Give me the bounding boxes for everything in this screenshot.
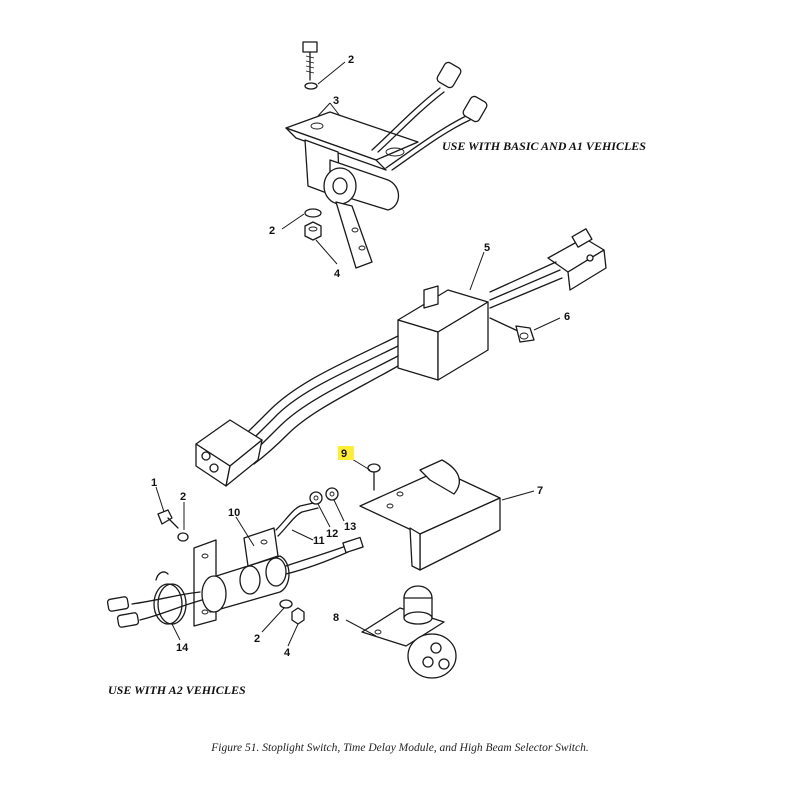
high-beam-switch-assembly bbox=[359, 459, 501, 679]
time-delay-module bbox=[195, 228, 607, 487]
section-label-basic: USE WITH BASIC AND A1 VEHICLES bbox=[442, 139, 646, 153]
callout-6: 6 bbox=[564, 311, 570, 323]
highlight-box bbox=[338, 446, 354, 460]
bolt-a2 bbox=[157, 509, 189, 542]
callout-9: 9 bbox=[341, 448, 347, 460]
stoplight-switch-assembly bbox=[285, 41, 488, 269]
module-screw bbox=[489, 317, 535, 343]
bolt bbox=[302, 41, 318, 90]
mounting-bracket bbox=[359, 459, 501, 571]
nut-a2 bbox=[325, 487, 339, 501]
callout-2: 2 bbox=[254, 633, 260, 645]
callout-14: 14 bbox=[176, 642, 189, 654]
callout-11: 11 bbox=[313, 535, 325, 547]
callout-7: 7 bbox=[537, 485, 543, 497]
nut bbox=[304, 221, 322, 241]
washer bbox=[309, 491, 323, 505]
callout-4: 4 bbox=[284, 647, 291, 659]
callout-5: 5 bbox=[484, 242, 490, 254]
a2-switch-assembly bbox=[106, 487, 364, 628]
stoplight-switch bbox=[323, 61, 488, 269]
section-label-a2: USE WITH A2 VEHICLES bbox=[108, 683, 246, 697]
callout-2: 2 bbox=[269, 225, 275, 237]
figure-caption: Figure 51. Stoplight Switch, Time Delay … bbox=[210, 742, 588, 754]
callout-10: 10 bbox=[228, 507, 240, 519]
callout-2: 2 bbox=[348, 54, 354, 66]
connector-upper bbox=[547, 228, 607, 291]
bracket-screw bbox=[367, 463, 381, 491]
selector-switch bbox=[361, 585, 457, 679]
callout-12: 12 bbox=[326, 528, 338, 540]
callout-13: 13 bbox=[344, 521, 356, 533]
callouts: 2 3 2 4 5 6 9 7 1 2 10 13 12 11 8 14 2 4 bbox=[151, 54, 570, 659]
connector-lower bbox=[195, 419, 263, 487]
callout-8: 8 bbox=[333, 612, 339, 624]
callout-4: 4 bbox=[334, 268, 341, 280]
callout-2: 2 bbox=[180, 491, 186, 503]
lock-washer bbox=[304, 208, 322, 218]
callout-1: 1 bbox=[151, 477, 157, 489]
callout-3: 3 bbox=[333, 95, 339, 107]
